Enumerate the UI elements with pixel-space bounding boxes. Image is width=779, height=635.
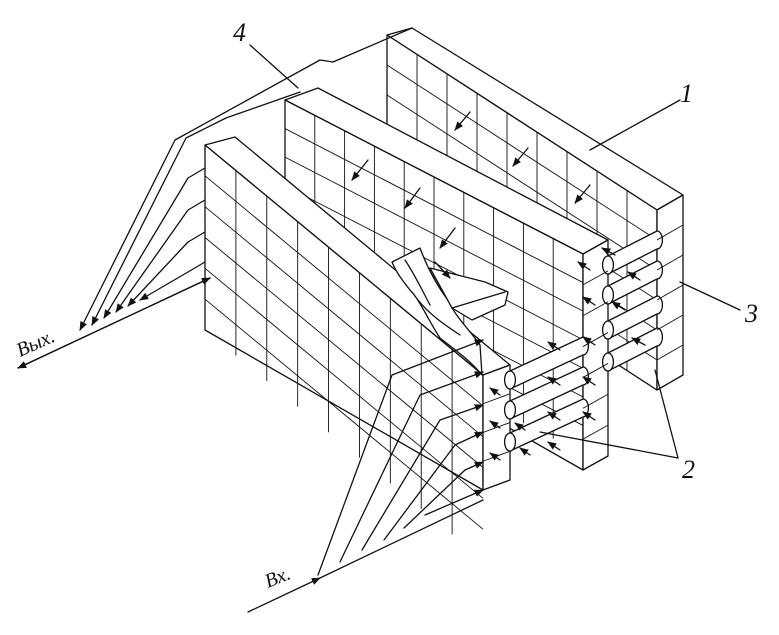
flow-arrow (434, 261, 451, 279)
outlet-manifold (17, 27, 413, 369)
flow-arrow (519, 447, 531, 456)
back-end-row (656, 254, 684, 271)
flow-arrow (547, 376, 561, 386)
mid-end-row (582, 393, 609, 409)
back-end-row (656, 284, 684, 301)
mid-end-row (582, 424, 609, 440)
label-3: 3 (744, 299, 758, 328)
leader-lines (249, 44, 741, 459)
inlet-label: Вх. (262, 563, 294, 593)
front-end-row (482, 450, 511, 462)
tube-end (601, 255, 615, 275)
flow-arrow (582, 336, 596, 346)
back-grid-row-line (386, 94, 658, 271)
flow-arrow (547, 441, 561, 451)
label-1: 1 (680, 79, 693, 108)
back-end-row (656, 224, 684, 241)
front-grid-row-line (204, 267, 484, 499)
flow-arrow (577, 261, 591, 271)
mid-grid-row-line (284, 185, 584, 341)
tube (607, 327, 664, 372)
front-grid-row-line (204, 298, 484, 530)
back-end-row (656, 314, 684, 331)
flow-arrow (631, 337, 646, 346)
flow-arrow (439, 227, 456, 249)
mid-end-row (582, 301, 609, 317)
flow-arrow (601, 247, 616, 256)
tube (607, 230, 664, 275)
flow-arrows (351, 111, 646, 461)
flow-arrow (574, 184, 591, 204)
front-end-row (482, 393, 511, 405)
flow-arrow (627, 271, 641, 281)
flow-arrow (547, 411, 561, 421)
front-end-row (482, 422, 511, 433)
flow-arrow (547, 341, 561, 351)
mid-grid-row-line (284, 128, 584, 283)
tube-end (601, 320, 615, 340)
label-4: 4 (233, 18, 246, 47)
back-grid-row-line (386, 64, 658, 241)
mid-grid-row-line (284, 156, 584, 312)
front-grid-row-line (204, 175, 484, 407)
front-grid-row-line (204, 206, 484, 438)
flow-arrow (582, 296, 596, 306)
mid-end-row (582, 363, 609, 378)
back-end-row (656, 344, 684, 361)
tube (607, 295, 664, 340)
flow-arrow (611, 301, 626, 311)
cutaway (391, 247, 509, 376)
flow-arrow (512, 147, 529, 167)
tube-end (503, 400, 517, 420)
tube-end (601, 352, 615, 372)
end-face-grids (482, 224, 684, 462)
label-2: 2 (682, 455, 695, 484)
flow-arrow (454, 111, 471, 131)
tube-end (601, 285, 615, 305)
flow-arrow (582, 376, 596, 386)
front-grid-row-line (204, 237, 484, 468)
tube-end (503, 432, 517, 452)
flow-arrow (404, 187, 421, 209)
mid-end-row (582, 332, 609, 347)
inlet-manifold (247, 339, 484, 613)
flow-arrow (514, 422, 526, 431)
outlet-label: Вых. (13, 325, 58, 361)
flow-arrow (489, 387, 501, 396)
flow-arrow (582, 411, 596, 421)
mid-end-row (582, 270, 609, 286)
flow-arrow (351, 159, 369, 181)
tube (607, 260, 664, 305)
tube-end (503, 370, 517, 390)
